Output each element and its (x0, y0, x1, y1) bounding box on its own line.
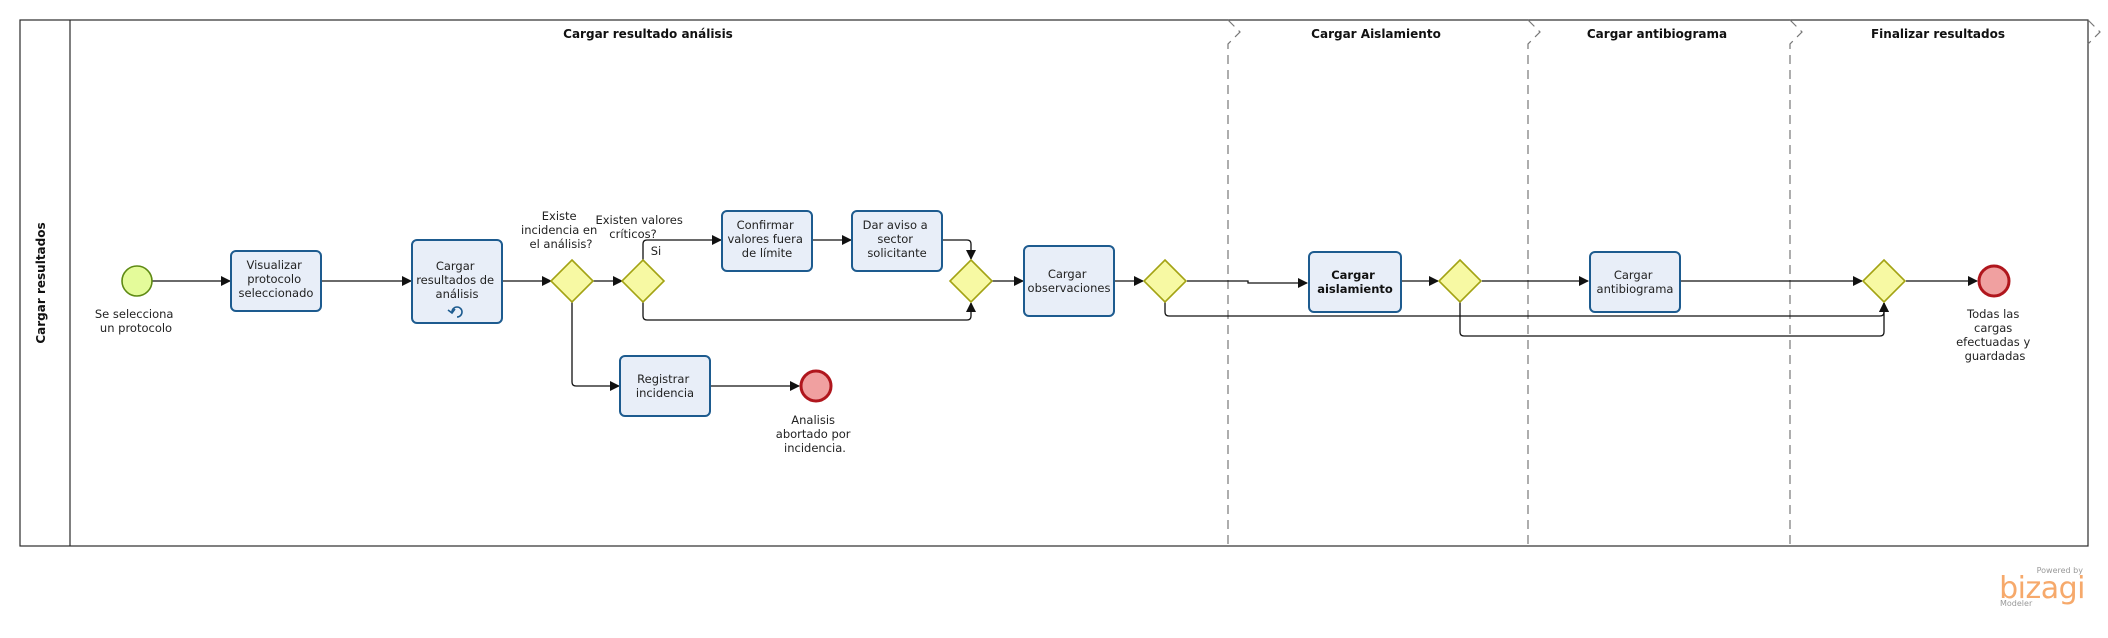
brand-name: bizagi (1999, 571, 2085, 606)
end-event-completed-label: Todas las cargas efectuadas y guardadas (1956, 307, 2034, 363)
phase-title-analisis: Cargar resultado análisis (563, 27, 733, 41)
flow-skip-aislamiento (1164, 302, 1889, 317)
phase-separator-1 (1227, 19, 1241, 546)
task-dar-aviso-label: Dar aviso a sector solicitante (863, 218, 932, 260)
flow-label-si: Si (651, 244, 662, 258)
gateway-incidencia[interactable] (549, 258, 595, 304)
pool-frame (19, 19, 2089, 547)
task-confirmar-valores-label: Confirmar valores fuera de límite (727, 218, 806, 260)
start-event[interactable] (121, 265, 153, 297)
flow-skip-antibiograma (1459, 302, 1889, 337)
task-cargar-aislamiento-label: Cargar aislamiento (1317, 268, 1393, 296)
task-cargar-resultados[interactable]: Cargar resultados de análisis (411, 239, 503, 324)
powered-by-text: Powered by (2037, 566, 2084, 575)
start-event-label: Se selecciona un protocolo (95, 307, 177, 335)
gateway-antibiograma-split[interactable] (1437, 258, 1483, 304)
task-cargar-antibiograma-label: Cargar antibiograma (1597, 268, 1674, 296)
phase-separator-2 (1527, 19, 1541, 546)
task-visualizar-protocolo[interactable]: Visualizar protocolo seleccionado (230, 250, 322, 312)
phase-title-aislamiento: Cargar Aislamiento (1311, 27, 1441, 41)
lane-label: Cargar resultados (34, 222, 48, 343)
task-cargar-antibiograma[interactable]: Cargar antibiograma (1589, 251, 1681, 313)
task-confirmar-valores[interactable]: Confirmar valores fuera de límite (721, 210, 813, 272)
task-dar-aviso[interactable]: Dar aviso a sector solicitante (851, 210, 943, 272)
gateway-aislamiento-split[interactable] (1142, 258, 1188, 304)
gateway-final-merge[interactable] (1861, 258, 1907, 304)
task-cargar-observaciones[interactable]: Cargar observaciones (1023, 245, 1115, 317)
gateway-merge-criticos[interactable] (948, 258, 994, 304)
end-event-completed[interactable] (1977, 264, 2011, 298)
phase-separator-4 (2087, 19, 2101, 45)
phase-title-finalizar: Finalizar resultados (1871, 27, 2005, 41)
brand-product: Modeler (2000, 599, 2033, 608)
phase-separator-3 (1789, 19, 1803, 546)
gateway-incidencia-label: Existe incidencia en el análisis? (521, 209, 601, 251)
flow-criticos-si (642, 235, 722, 260)
flow-criticos-no (642, 302, 976, 321)
task-cargar-aislamiento[interactable]: Cargar aislamiento (1308, 251, 1402, 313)
gateway-valores-criticos[interactable] (620, 258, 666, 304)
end-event-aborted[interactable] (799, 369, 833, 403)
flow-aviso-to-merge (942, 239, 976, 260)
bizagi-logo: Powered by bizagi Modeler (1999, 566, 2085, 608)
task-cargar-resultados-label: Cargar resultados de análisis (416, 259, 498, 301)
task-cargar-observaciones-label: Cargar observaciones (1028, 267, 1111, 295)
flow-gateway-to-registrar (571, 302, 620, 391)
task-visualizar-protocolo-label: Visualizar protocolo seleccionado (239, 258, 314, 300)
end-event-aborted-label: Analisis abortado por incidencia. (776, 413, 854, 455)
gateway-valores-criticos-label: Existen valores críticos? (595, 213, 686, 241)
loop-icon (447, 306, 463, 318)
flow-gateway-to-aislamiento (1187, 278, 1308, 288)
phase-title-antibiograma: Cargar antibiograma (1587, 27, 1727, 41)
task-registrar-incidencia[interactable]: Registrar incidencia (619, 355, 711, 417)
sequence-flows (152, 235, 1978, 391)
task-registrar-incidencia-label: Registrar incidencia (636, 372, 694, 400)
